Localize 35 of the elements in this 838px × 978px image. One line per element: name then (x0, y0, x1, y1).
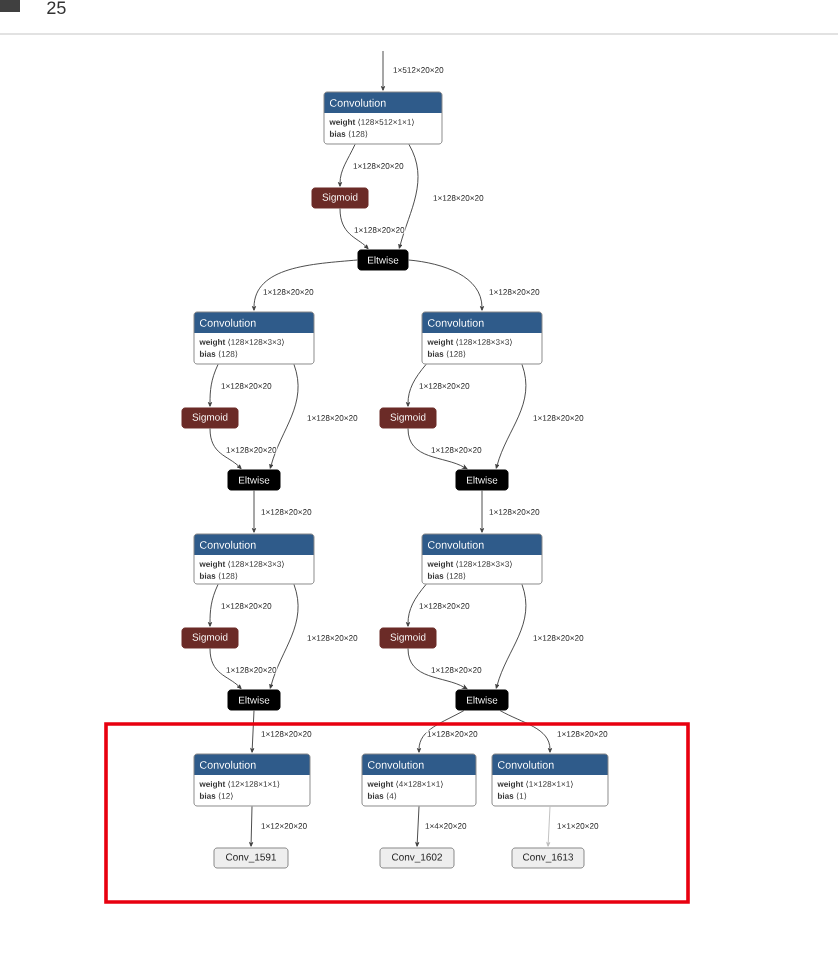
arrow (269, 584, 299, 689)
arrow (381, 50, 385, 91)
layer-box (361, 753, 477, 807)
layer-box (323, 91, 443, 145)
arrow (480, 490, 484, 533)
arrow (252, 490, 256, 533)
arrow (407, 648, 468, 690)
layer-box (421, 533, 543, 585)
arrow (209, 428, 242, 470)
arrow (406, 364, 427, 407)
arrow (495, 584, 527, 689)
arrow (339, 208, 369, 250)
arrow (338, 144, 356, 187)
layer-box (193, 533, 315, 585)
arrow (398, 144, 419, 249)
arrow (415, 806, 420, 847)
arrow (208, 584, 219, 627)
arrow (417, 710, 465, 753)
arrow (249, 806, 254, 847)
arrow (252, 259, 358, 311)
arrow (406, 584, 427, 627)
arrow (209, 648, 242, 690)
layer-box (421, 311, 543, 365)
page-number: 25 (47, 1, 66, 15)
layer-box (193, 311, 315, 365)
arrow (499, 710, 553, 753)
arrow (495, 364, 527, 469)
arrow (250, 710, 255, 753)
layer-box (193, 753, 311, 807)
arrow (269, 364, 299, 469)
arrow (208, 364, 219, 407)
arrow (407, 428, 468, 470)
arrow (546, 806, 551, 847)
layer-box (491, 753, 609, 807)
arrow (408, 259, 484, 311)
